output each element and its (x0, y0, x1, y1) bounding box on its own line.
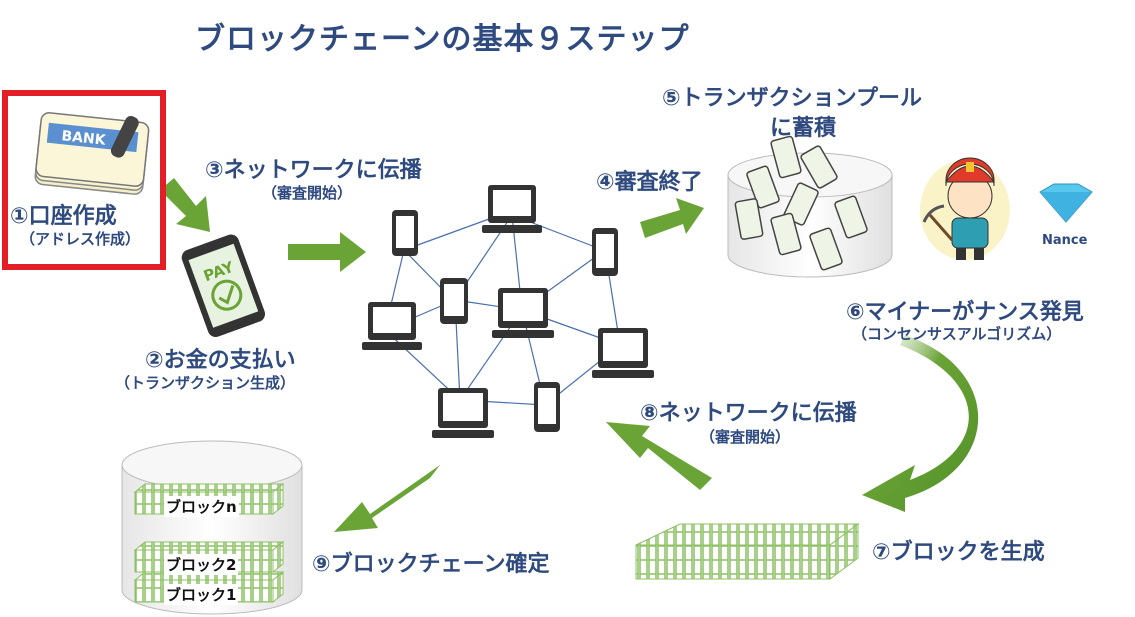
phone-icon (392, 210, 418, 256)
step4-label: ④審査終了 (596, 170, 703, 195)
bank-card-icon: BANK (34, 112, 150, 195)
arrow-step4-to-5 (640, 198, 704, 238)
miner-icon (920, 157, 1010, 260)
phone-icon (440, 278, 468, 324)
laptop-icon (362, 302, 422, 350)
laptop-icon (592, 328, 654, 378)
step9-label: ⑨ブロックチェーン確定 (312, 552, 550, 577)
diagram-title: ブロックチェーンの基本９ステップ (195, 22, 690, 57)
step8-label: ⑧ネットワークに伝播 (640, 401, 857, 426)
laptop-icon (432, 388, 494, 438)
step5-label: ⑤トランザクションプール (662, 86, 922, 111)
block-label-1: ブロック1 (164, 584, 239, 605)
step5-label-line2: に蓄積 (770, 116, 837, 141)
nonce-label: Nance (1042, 233, 1088, 248)
step8-sub: （審査開始） (700, 428, 791, 446)
flow-arrows (160, 178, 712, 532)
transaction-pool-icon (727, 135, 893, 278)
laptop-icon (482, 185, 542, 233)
step6-label: ⑥マイナーがナンス発見 (846, 300, 1084, 325)
phone-icon (534, 382, 560, 432)
block-label-n: ブロックn (164, 496, 239, 517)
step7-label: ⑦ブロックを生成 (872, 540, 1045, 565)
step3-label: ③ネットワークに伝播 (205, 158, 422, 183)
arrow-network-to-step9 (334, 465, 440, 532)
pay-phone-icon: PAY (181, 234, 266, 337)
bank-card-text: BANK (61, 128, 108, 149)
step6-sub: （コンセンサスアルゴリズム） (852, 325, 1062, 343)
arrow-step7-to-8 (606, 422, 712, 490)
step1-label: ①口座作成 (10, 204, 117, 229)
generated-block-icon (635, 523, 860, 580)
step3-sub: （審査開始） (262, 184, 353, 202)
step2-label: ②お金の支払い (145, 348, 296, 373)
phone-icon (592, 228, 618, 276)
arrow-step1-to-2 (160, 178, 210, 232)
network-devices (362, 185, 654, 438)
block-label-2: ブロック2 (164, 554, 239, 575)
step1-highlight-box (2, 90, 166, 270)
arrow-step6-to-7 (862, 335, 979, 512)
step1-sub: （アドレス作成） (20, 230, 141, 248)
arrow-step2-to-3 (288, 232, 366, 272)
step2-sub: （トランザクション生成） (115, 374, 296, 392)
laptop-icon (492, 288, 554, 338)
diamond-icon (1039, 183, 1093, 223)
